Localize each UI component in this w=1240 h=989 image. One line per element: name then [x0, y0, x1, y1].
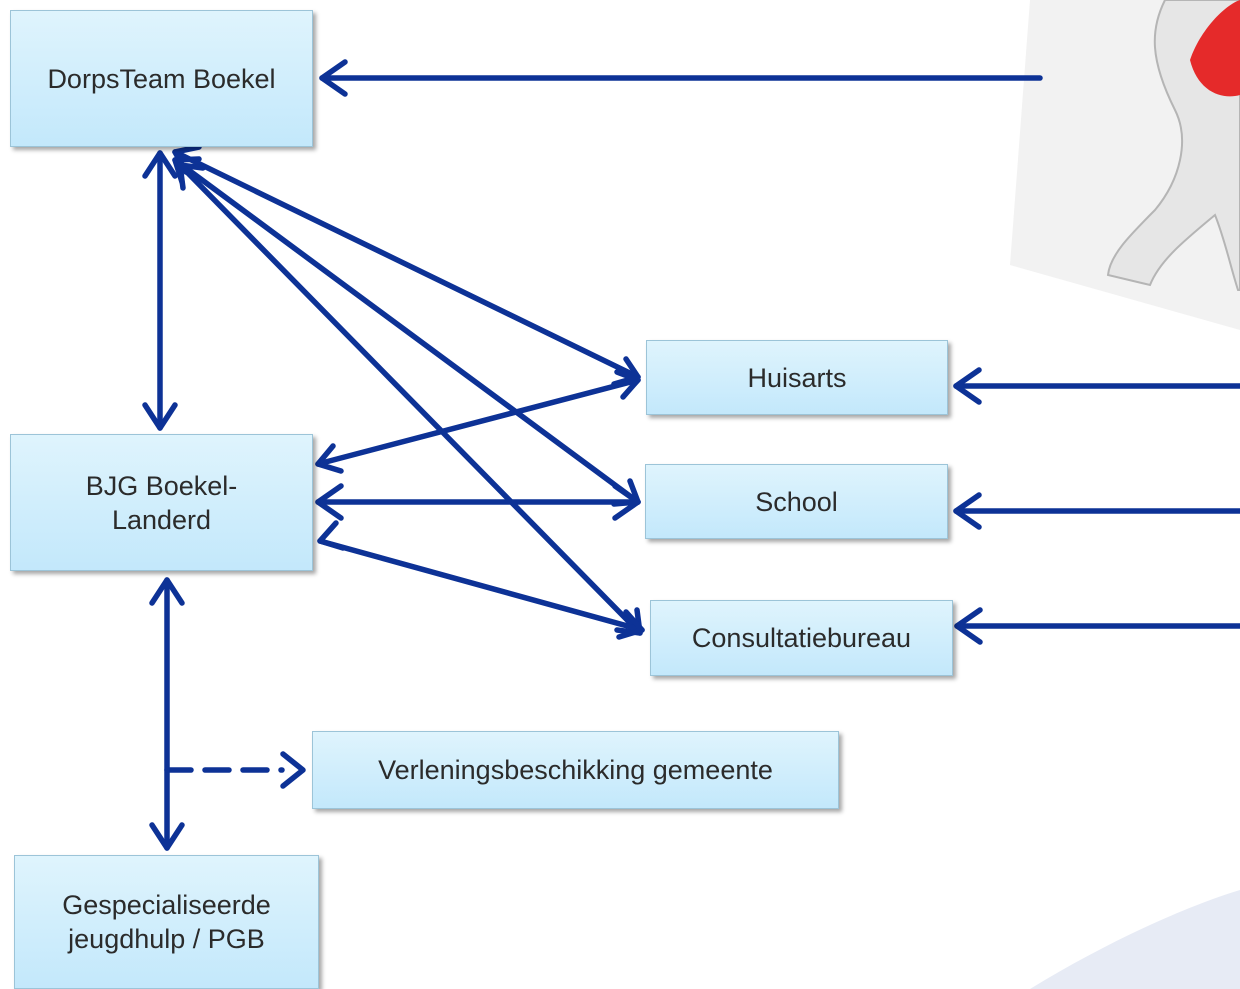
arrow-bjg-verlening-dashed — [164, 751, 306, 789]
arrow-dorpsteam-bjg — [142, 150, 178, 431]
background-swoosh — [1030, 890, 1240, 989]
arrow-dorpsteam-huisarts — [172, 144, 641, 387]
arrow-bjg-gespecialiseerd — [149, 577, 185, 851]
node-bjg-label: BJG Boekel- Landerd — [85, 470, 238, 535]
node-dorpsteam-label: DorpsTeam Boekel — [47, 63, 276, 94]
node-verlening-label: Verleningsbeschikking gemeente — [378, 755, 773, 785]
node-consultatiebureau: Consultatiebureau — [650, 600, 953, 676]
arrow-huisarts-input — [953, 367, 1240, 405]
arrow-bjg-consultatiebureau — [317, 520, 645, 640]
node-consultatiebureau-label: Consultatiebureau — [691, 623, 912, 653]
node-bjg-boekel-landerd: BJG Boekel- Landerd — [10, 434, 313, 571]
node-gespecialiseerd-label: Gespecialiseerde jeugdhulp / PGB — [62, 890, 271, 954]
node-huisarts-label: Huisarts — [747, 362, 847, 393]
node-dorpsteam-boekel: DorpsTeam Boekel — [10, 10, 313, 147]
figure-illustration — [1010, 0, 1240, 330]
node-verleningsbeschikking: Verleningsbeschikking gemeente — [312, 731, 839, 809]
arrow-dorpsteam-input — [319, 59, 1043, 97]
node-school-label: School — [755, 486, 838, 517]
arrow-bjg-huisarts — [315, 369, 641, 474]
arrow-bjg-school — [315, 483, 641, 521]
node-huisarts: Huisarts — [646, 340, 948, 415]
arrow-school-input — [953, 492, 1240, 530]
node-school: School — [645, 464, 948, 539]
arrow-consultatiebureau-input — [954, 607, 1240, 645]
node-gespecialiseerde-jeugdhulp: Gespecialiseerde jeugdhulp / PGB — [14, 855, 319, 989]
